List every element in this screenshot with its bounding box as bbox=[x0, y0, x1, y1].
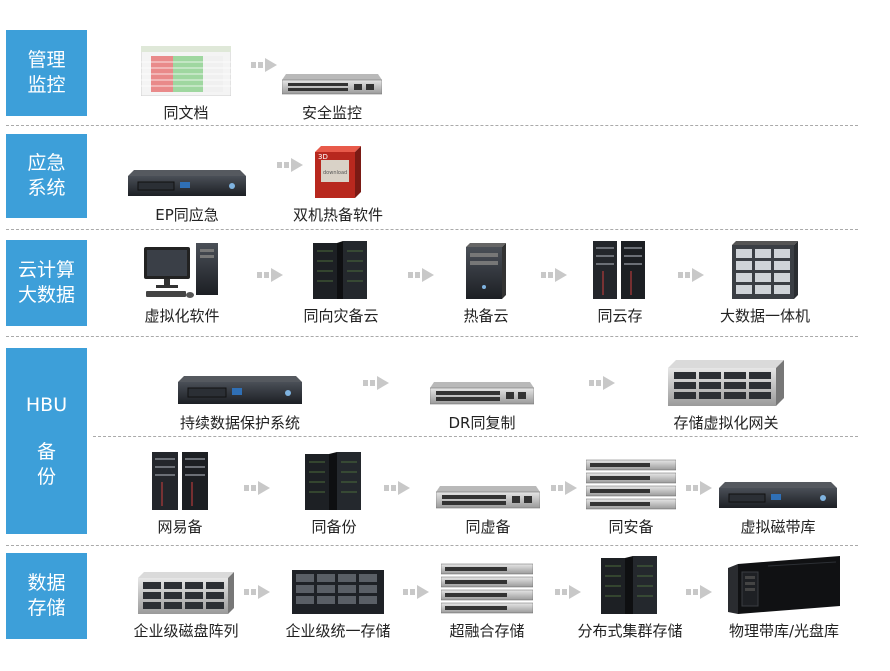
item-label: 持续数据保护系统 bbox=[179, 414, 300, 432]
desktop-computer-icon bbox=[144, 243, 218, 298]
category-label: 云计算 bbox=[17, 259, 75, 281]
software-box-icon: 3D download bbox=[315, 146, 361, 198]
category-label: 备 bbox=[36, 440, 56, 463]
storage-rack-dark-icon bbox=[292, 570, 384, 614]
section-divider bbox=[6, 545, 858, 546]
item-label: 同安备 bbox=[608, 518, 654, 536]
network-switch-icon bbox=[436, 486, 540, 509]
flow-arrow-icon bbox=[589, 376, 615, 390]
server-cabinet-icon bbox=[601, 556, 657, 614]
item-chaorongo: 超融合存储 bbox=[417, 556, 557, 641]
item-chixu: 持续数据保护系统 bbox=[170, 348, 310, 433]
server-cabinet-icon bbox=[313, 241, 367, 299]
item-label: 同云存 bbox=[597, 307, 643, 325]
item-tongyuncun: 同云存 bbox=[550, 241, 690, 326]
item-qiye-tongyi: 企业级统一存储 bbox=[268, 556, 408, 641]
network-switch-icon bbox=[282, 74, 382, 95]
flow-arrow-icon bbox=[363, 376, 389, 390]
item-fenbushi: 分布式集群存储 bbox=[560, 556, 700, 641]
item-label: 同备份 bbox=[311, 518, 357, 536]
box-side-text: download bbox=[323, 170, 347, 176]
item-label: 热备云 bbox=[463, 307, 509, 325]
item-qiye-zhenlie: 企业级磁盘阵列 bbox=[116, 556, 256, 641]
network-switch-icon bbox=[430, 382, 534, 405]
item-tongxubei: 同虚备 bbox=[418, 452, 558, 537]
section-divider bbox=[6, 336, 858, 337]
tape-library-icon bbox=[728, 556, 840, 614]
flow-arrow-icon bbox=[384, 481, 410, 495]
category-label: 应急 bbox=[27, 152, 66, 174]
item-label: 虚拟化软件 bbox=[144, 307, 220, 325]
rack-server-icon bbox=[178, 376, 302, 404]
server-cabinet-icon bbox=[593, 241, 645, 299]
item-label: DR同复制 bbox=[448, 414, 516, 432]
category-label: 监控 bbox=[27, 74, 66, 96]
section-divider bbox=[6, 229, 858, 230]
item-label: 同文档 bbox=[163, 104, 209, 122]
item-tongxiangzaibei: 同向灾备云 bbox=[271, 241, 411, 326]
item-shuangjirebei: 3D download 双机热备软件 bbox=[268, 140, 408, 225]
item-tonganbei: 同安备 bbox=[561, 452, 701, 537]
item-tongbeifen: 同备份 bbox=[264, 452, 404, 537]
item-xunicidai: 虚拟磁带库 bbox=[708, 452, 848, 537]
item-label: 物理带库/光盘库 bbox=[728, 622, 840, 640]
item-label: 大数据一体机 bbox=[719, 307, 810, 325]
category-label: 数据 bbox=[27, 572, 66, 594]
item-tongwendang: 同文档 bbox=[116, 38, 256, 123]
section-divider bbox=[93, 436, 858, 437]
item-label: 安全监控 bbox=[301, 104, 362, 122]
item-wulidaiku: 物理带库/光盘库 bbox=[714, 556, 854, 641]
item-label: 企业级统一存储 bbox=[285, 622, 391, 640]
category-hbu-backup: HBU 备 份 bbox=[6, 348, 87, 534]
category-label: 存储 bbox=[27, 597, 66, 619]
category-label: 管理 bbox=[27, 49, 66, 71]
item-wangyibei: 网易备 bbox=[110, 452, 250, 537]
rack-server-icon bbox=[719, 482, 837, 508]
box-logo-text: 3D bbox=[318, 153, 328, 161]
server-cabinet-icon bbox=[305, 452, 361, 510]
item-label: 分布式集群存储 bbox=[577, 622, 683, 640]
section-divider bbox=[6, 125, 858, 126]
rack-server-icon bbox=[128, 170, 246, 196]
item-label: 企业级磁盘阵列 bbox=[133, 622, 239, 640]
item-ep-tongyingji: EP同应急 bbox=[117, 140, 257, 225]
category-management-monitoring: 管理 监控 bbox=[6, 30, 87, 116]
item-xunihua: 虚拟化软件 bbox=[112, 241, 252, 326]
category-label: HBU bbox=[25, 393, 68, 416]
item-anquanjiankong: 安全监控 bbox=[262, 38, 402, 123]
server-cabinet-icon bbox=[152, 452, 208, 510]
item-label: 超融合存储 bbox=[449, 622, 525, 640]
item-dashuju: 大数据一体机 bbox=[695, 241, 835, 326]
item-label: 存储虚拟化网关 bbox=[673, 414, 779, 432]
stacked-switches-icon bbox=[586, 459, 676, 510]
storage-rack-icon bbox=[668, 360, 784, 406]
spreadsheet-screenshot-icon bbox=[141, 46, 231, 96]
item-rebeiyun: 热备云 bbox=[416, 241, 556, 326]
item-cunchuxuni: 存储虚拟化网关 bbox=[656, 348, 796, 433]
item-label: 虚拟磁带库 bbox=[740, 518, 816, 536]
tower-server-icon bbox=[466, 243, 506, 299]
category-cloud-bigdata: 云计算 大数据 bbox=[6, 240, 87, 326]
category-label: 大数据 bbox=[17, 284, 75, 306]
item-label: EP同应急 bbox=[155, 206, 219, 224]
flow-arrow-icon bbox=[686, 585, 712, 599]
storage-rack-icon bbox=[138, 572, 234, 614]
storage-array-icon bbox=[732, 241, 798, 299]
item-label: 双机热备软件 bbox=[292, 206, 383, 224]
category-data-storage: 数据 存储 bbox=[6, 553, 87, 639]
category-label: 系统 bbox=[27, 177, 66, 199]
item-label: 网易备 bbox=[157, 518, 203, 536]
category-emergency-system: 应急 系统 bbox=[6, 134, 87, 218]
item-label: 同向灾备云 bbox=[303, 307, 379, 325]
item-dr-fuzhi: DR同复制 bbox=[412, 348, 552, 433]
flow-arrow-icon bbox=[244, 585, 270, 599]
item-label: 同虚备 bbox=[465, 518, 511, 536]
category-label: 份 bbox=[36, 465, 56, 488]
stacked-switches-icon bbox=[441, 563, 533, 614]
